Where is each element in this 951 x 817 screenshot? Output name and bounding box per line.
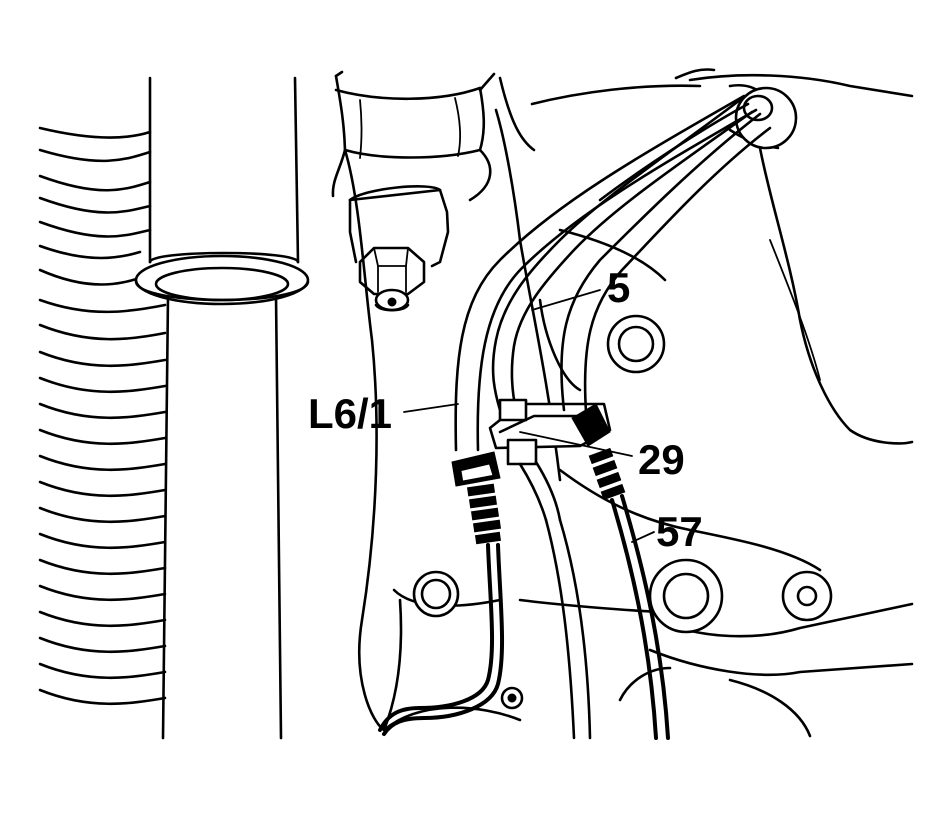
callout-5: 5 xyxy=(607,264,630,311)
leader-57 xyxy=(631,531,655,543)
knuckle-upper xyxy=(331,70,496,312)
hose-l61 xyxy=(378,94,758,736)
callout-57: 57 xyxy=(656,508,703,555)
hose-57 xyxy=(560,112,772,740)
knuckle-body xyxy=(343,76,582,732)
shock-absorber xyxy=(134,76,310,740)
caliper-housing xyxy=(518,68,914,738)
callout-l61: L6/1 xyxy=(308,390,392,437)
leader-l61 xyxy=(403,403,459,413)
callout-29: 29 xyxy=(638,436,685,483)
leader-5 xyxy=(531,289,601,311)
leader-29 xyxy=(519,431,633,457)
wear-sensor-cable xyxy=(488,98,754,740)
leader-lines xyxy=(403,289,655,543)
coil-spring xyxy=(38,126,167,706)
